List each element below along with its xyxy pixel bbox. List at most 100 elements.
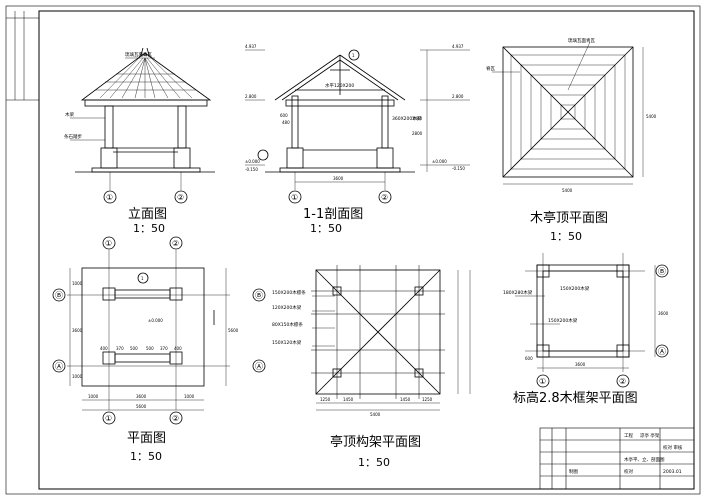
- plan-dim: 500: [146, 346, 154, 351]
- title-block-cell: 木亭平、立、剖面图: [624, 456, 665, 463]
- plan-scale: 1：50: [130, 450, 162, 463]
- roof-plan-title: 木亭顶平面图: [530, 210, 608, 226]
- roof-note: 脊瓦: [486, 65, 495, 72]
- title-block-cell: 工程: [624, 432, 633, 439]
- section-dim: 2800: [412, 131, 423, 136]
- frame-dim: 1450: [343, 397, 354, 402]
- axis-bubble: [174, 190, 188, 204]
- axis-label: ②: [619, 377, 626, 386]
- plan-title: 平面图: [127, 431, 166, 446]
- axis-label: ①: [105, 414, 112, 423]
- level-mark: -0.150: [245, 167, 258, 172]
- axis-bubble: [378, 190, 392, 204]
- axis-bubble: [169, 411, 183, 425]
- frame-plan-note: 150X200木梁: [548, 317, 578, 324]
- roof-dim: 5400: [646, 114, 657, 119]
- plan-dim: 500: [130, 346, 138, 351]
- section-title: 1-1剖面图: [303, 207, 363, 222]
- axis-bubble: [52, 359, 66, 373]
- inner-border: [38, 10, 695, 490]
- binding-strip: [6, 11, 39, 101]
- note-beam: 木梁: [65, 111, 74, 118]
- frame-note: 120X200木梁: [272, 304, 302, 311]
- section-label: 360X200木梁: [392, 115, 422, 122]
- frame-plan-dim: 3600: [658, 311, 669, 316]
- section-dim: 600: [280, 113, 288, 118]
- plan-dim: 3600: [72, 328, 83, 333]
- roof-plan-scale: 1：50: [550, 230, 582, 243]
- axis-bubble: [252, 359, 266, 373]
- plan-dim: 1000: [88, 394, 99, 399]
- plan-dim: 5600: [136, 404, 147, 409]
- plan-dim: 370: [116, 346, 124, 351]
- title-block-cell: 2003.01: [663, 469, 682, 475]
- roof-frame-view: [311, 265, 471, 411]
- axis-bubble: [288, 190, 302, 204]
- outer-border: [5, 5, 701, 495]
- elevation-title: 立面图: [128, 207, 167, 222]
- axis-bubble: [655, 344, 669, 358]
- axis-bubble: [102, 411, 116, 425]
- title-block: [539, 427, 695, 490]
- plan-dim: 400: [100, 346, 108, 351]
- callout-bubble: [348, 49, 360, 61]
- section-mark: [137, 272, 149, 284]
- level-mark: 4.937: [452, 44, 464, 49]
- plan-dim: 1000: [72, 281, 83, 286]
- title-block-cell: 校对 审核: [663, 444, 683, 451]
- axis-label: ①: [291, 193, 298, 202]
- axis-label: Ⓐ: [255, 362, 263, 371]
- callout-number: 1: [352, 53, 355, 58]
- frame-plan-view: [515, 253, 669, 388]
- axis-label: Ⓑ: [255, 291, 263, 300]
- title-block-cell: 凉亭 亭架: [640, 432, 660, 439]
- axis-label: ②: [172, 239, 179, 248]
- level-mark: ±0.000: [432, 159, 447, 164]
- frame-plan-dim: 600: [525, 356, 533, 361]
- axis-bubble: [536, 374, 550, 388]
- section-dim: 1440: [412, 116, 423, 121]
- level-mark: 2.800: [245, 94, 257, 99]
- section-label: 水平120X200: [325, 82, 354, 89]
- section-mark-label: 1: [141, 276, 144, 281]
- section-scale: 1：50: [310, 222, 342, 235]
- plan-dim: 5600: [228, 328, 239, 333]
- frame-note: 80X150木檩条: [272, 321, 303, 328]
- axis-label: ①: [105, 239, 112, 248]
- frame-plan-note: 150X200木梁: [560, 285, 590, 292]
- title-block-cell: 制图: [569, 468, 578, 475]
- note-roof-tile: 琉璃瓦面青瓦: [125, 51, 152, 58]
- roof-frame-title: 亭顶构架平面图: [330, 434, 421, 450]
- level-mark: -0.150: [452, 166, 465, 171]
- axis-label: Ⓐ: [658, 347, 666, 356]
- section-dim: 480: [282, 120, 290, 125]
- axis-bubble: [103, 190, 117, 204]
- axis-bubble: [52, 288, 66, 302]
- level-mark: 4.937: [245, 44, 257, 49]
- frame-note: 150X200木檩条: [272, 289, 306, 296]
- level-mark: 2.800: [452, 94, 464, 99]
- axis-label: Ⓑ: [658, 267, 666, 276]
- axis-label: ②: [172, 414, 179, 423]
- section-dim: 3600: [333, 176, 344, 181]
- title-block-cell: 校对: [624, 468, 633, 475]
- roof-frame-scale: 1：50: [358, 456, 390, 469]
- axis-label: ①: [539, 377, 546, 386]
- frame-dim: 1450: [400, 397, 411, 402]
- axis-bubble: [252, 288, 266, 302]
- axis-label: ①: [106, 193, 113, 202]
- axis-label: ②: [177, 193, 184, 202]
- plan-view: [52, 236, 266, 425]
- frame-dim: 1250: [320, 397, 331, 402]
- note-step: 条石踏步: [64, 133, 82, 140]
- frame-dim: 1250: [422, 397, 433, 402]
- plan-dim: 370: [160, 346, 168, 351]
- axis-bubble: [102, 236, 116, 250]
- roof-dim: 5400: [562, 188, 573, 193]
- section-view: [245, 49, 470, 204]
- plan-dim: 400: [174, 346, 182, 351]
- frame-dim: 5400: [370, 412, 381, 417]
- axis-label: ②: [381, 193, 388, 202]
- plan-dim: 3600: [136, 394, 147, 399]
- frame-plan-note: 180X280木梁: [503, 289, 533, 296]
